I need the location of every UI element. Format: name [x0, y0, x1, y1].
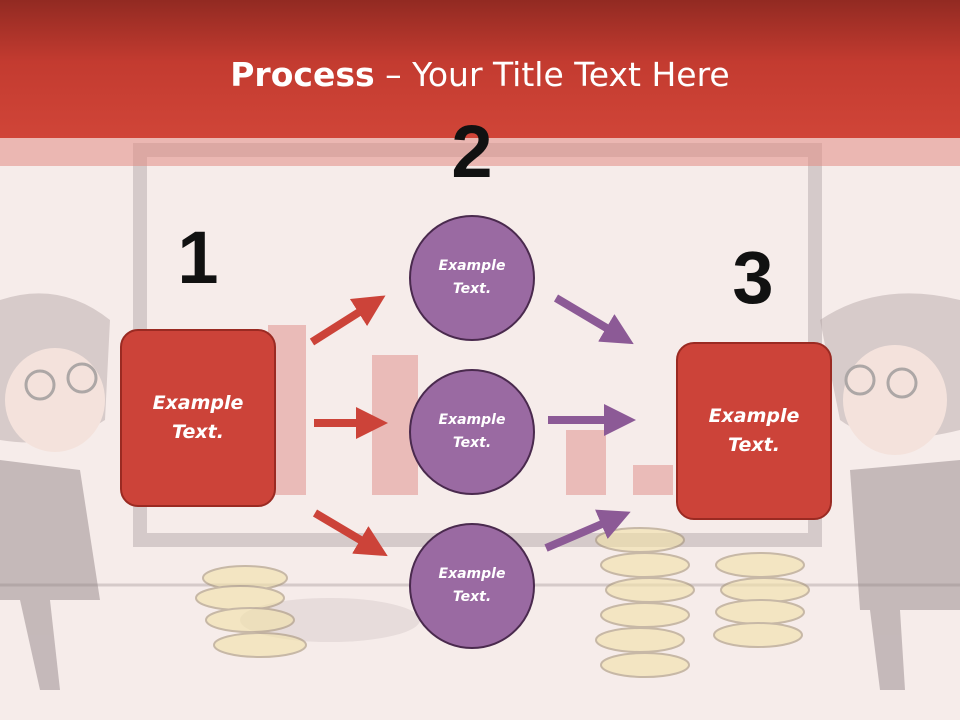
step-number-2: 2	[451, 110, 493, 193]
arrow-circle-1-to-3	[553, 294, 634, 345]
title-bar-band	[0, 138, 960, 166]
step-2-circle-3: Example Text.	[409, 523, 535, 649]
slide-title-bold: Process	[230, 55, 375, 94]
slide-title-rest: – Your Title Text Here	[374, 55, 730, 94]
step-2-circle-1: Example Text.	[409, 215, 535, 341]
arrow-circle-3-to-3	[544, 509, 631, 552]
step-2-circle-2: Example Text.	[409, 369, 535, 495]
circle-1-label: Example Text.	[438, 258, 506, 297]
step-1-label: Example Text.	[152, 392, 244, 443]
step-3-box: Example Text.	[676, 342, 832, 520]
arrow-1-to-circle-3	[312, 509, 388, 557]
circle-3-label: Example Text.	[438, 566, 506, 605]
slide-title: Process – Your Title Text Here	[0, 50, 960, 100]
step-1-box: Example Text.	[120, 329, 276, 507]
arrow-1-to-circle-1	[309, 295, 386, 346]
circle-2-label: Example Text.	[438, 412, 506, 451]
title-bar	[0, 0, 960, 138]
step-number-1: 1	[177, 216, 219, 299]
step-3-label: Example Text.	[708, 405, 800, 456]
step-number-3: 3	[732, 236, 774, 319]
